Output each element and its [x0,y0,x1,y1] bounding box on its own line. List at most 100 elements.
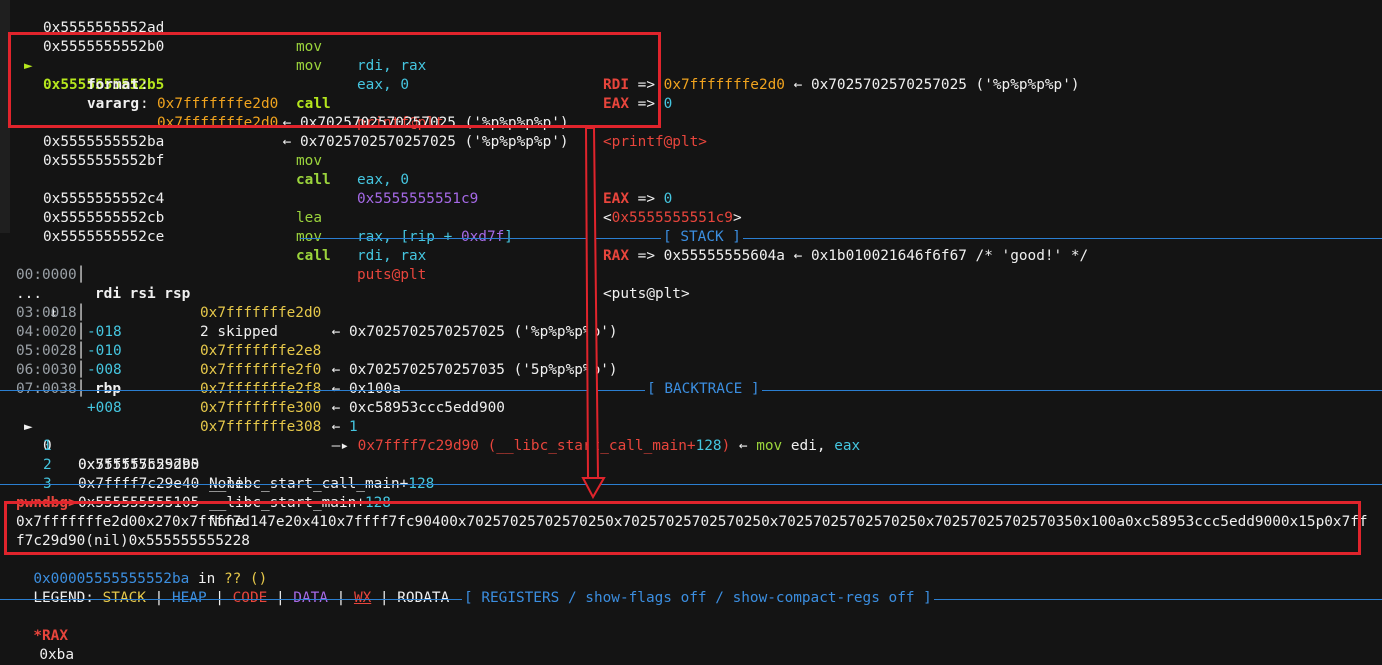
mnemonic: lea [296,210,322,226]
frame-symbol: None [209,514,244,530]
stack-index: 00:0000│ [16,267,86,283]
register-value: 0xba [39,647,74,663]
annotation-arrow [581,127,606,500]
annotation: RDI => 0x7fffffffe2d0 ← 0x70257025702570… [603,77,1080,93]
operands: puts@plt [357,267,427,283]
stack-row-skipped: ... ↓ 2 skipped [0,266,278,340]
stack-index: 03:0018│ [16,305,86,321]
instruction-address: 0x5555555552b5 [43,77,165,93]
legend-wx: WX [353,590,372,606]
mnemonic: mov [296,229,322,245]
arg-value: ← 0x7025702570257025 ('%p%p%p%p') [274,134,569,150]
legend-code: CODE [232,590,268,606]
mnemonic: call [296,172,331,188]
annotation: EAX => 0 [603,96,673,112]
operands: rdi, rax [357,248,427,264]
stack-address: 0x7fffffffe308 [200,419,322,435]
operands: rdi, rax [357,58,427,74]
frame-address: 0x5555555552b5 [78,457,200,473]
stack-offset: +008 [87,400,122,416]
printf-output-line-2: f7c29d90(nil)0x555555555228 [16,533,250,549]
annotation: EAX => 0 [603,191,673,207]
registers-section-title: [ REGISTERS / show-flags off / show-comp… [462,589,934,608]
stack-address: 0x7fffffffe2d0 [200,305,322,321]
skipped-text: 2 skipped [200,324,278,340]
stack-register-tags: rbp [95,381,121,397]
legend-rodata: RODATA [397,590,450,606]
arg-label: format [87,77,139,93]
stack-index: 04:0020│ [16,324,86,340]
backtrace-section-title: [ BACKTRACE ] [645,380,762,399]
annotation: <puts@plt> [603,286,690,302]
mnemonic: mov [296,58,322,74]
printf-output-line-1: 0x7fffffffe2d00x270x7ffff7d147e20x410x7f… [16,514,1368,530]
panel-end-divider [0,484,1382,485]
disasm-row[interactable]: 0x5555555552c4 lea rax, [rip + 0xd7f] RA… [0,171,1088,264]
instruction-address: 0x5555555552ce [43,229,165,245]
stack-row[interactable]: 07:0038│ +008 0x7fffffffe308 —▸ 0x7ffff7… [0,361,860,454]
disasm-row[interactable]: 0x5555555552b0 mov eax, 0 EAX => 0 [0,19,672,112]
stack-value: ← 1 [323,419,358,435]
stack-value: ← 0x100a [323,381,401,397]
annotation: <0x5555555551c9> [603,210,742,226]
operands: rax, [rip + 0xd7f] [357,229,513,245]
stack-row[interactable]: 06:0030│ rbp 0x7fffffffe300 ← 1 [0,342,358,435]
annotation: RAX => 0x55555555604a ← 0x1b010021646f6f… [603,248,1089,264]
arg-address: 0x7fffffffe2d0 [157,96,279,112]
register-name: *RAX [33,628,68,644]
instruction-address: 0x5555555552ba [43,134,165,150]
stack-index: 06:0030│ [16,362,86,378]
legend-stack: STACK [102,590,146,606]
mnemonic: mov [296,39,322,55]
annotation: <printf@plt> [603,134,707,150]
current-frame-marker: ► [24,419,33,435]
mnemonic: mov [296,153,322,169]
mnemonic: call [296,96,331,112]
backtrace-frame[interactable]: ► 0 0x5555555552b5 None [0,399,244,492]
stack-address: 0x7fffffffe2e8 [200,343,322,359]
operands: 0x5555555551c9 [357,191,479,207]
down-arrow-icon: ↓ [49,305,58,321]
legend: LEGEND: STACK | HEAP | CODE | DATA | WX … [33,590,450,606]
stack-section-title: [ STACK ] [661,228,743,247]
legend-heap: HEAP [171,590,207,606]
instruction-address: 0x5555555552bf [43,153,165,169]
stack-address: 0x7fffffffe2f8 [200,381,322,397]
editor-gutter [0,0,10,233]
stack-divider [300,238,1382,239]
stack-address: 0x7fffffffe2f0 [200,362,322,378]
operands: eax, 0 [357,77,409,93]
frame-number: 0 [43,438,52,454]
disasm-row[interactable]: 0x5555555552cb mov rdi, rax [0,190,426,264]
instruction-address: 0x5555555552c4 [43,191,165,207]
ellipsis: ... [16,286,42,302]
stack-offset: -018 [87,324,122,340]
operands: eax, 0 [357,172,409,188]
stack-register-tags: rdi rsi rsp [95,286,191,302]
stack-row[interactable]: 00:0000│ rdi rsi rsp 0x7fffffffe2d0 ← 0x… [0,247,618,340]
frame-number: 2 [43,457,52,473]
stack-index: 05:0028│ [16,343,86,359]
mnemonic: call [296,248,331,264]
arg-label: vararg [87,96,139,112]
stack-row[interactable]: 05:0028│ -008 0x7fffffffe2f8 ← 0xc58953c… [0,323,505,416]
frame-address: 0x7ffff7c29d90 [78,457,200,473]
instruction-address: 0x5555555552cb [43,210,165,226]
stack-address: 0x7fffffffe300 [200,400,322,416]
disasm-row[interactable]: 0x5555555552ad mov rdi, rax RDI => 0x7ff… [0,0,1080,93]
stack-offset: -008 [87,362,122,378]
current-location: 0x00005555555552ba in ?? () [33,571,268,587]
highlight-box-printf-call [8,32,661,128]
disasm-row[interactable]: 0x5555555552ce call puts@plt <puts@plt> [0,209,690,302]
stack-index: 07:0038│ [16,381,86,397]
frame-number: 1 [43,438,52,454]
disasm-row[interactable]: 0x5555555552ba mov eax, 0 EAX => 0 [0,114,672,207]
legend-data: DATA [293,590,328,606]
stack-offset: -010 [87,343,122,359]
highlight-box-output [4,501,1361,555]
disasm-row[interactable]: 0x5555555552bf call 0x5555555551c9 <0x55… [0,133,742,226]
current-instruction-marker: ► [24,58,33,74]
stack-row[interactable]: 04:0020│ -010 0x7fffffffe2f0 ← 0x100a [0,304,401,397]
stack-value: ← 0xc58953ccc5edd900 [323,400,505,416]
instruction-address: 0x5555555552b0 [43,39,165,55]
